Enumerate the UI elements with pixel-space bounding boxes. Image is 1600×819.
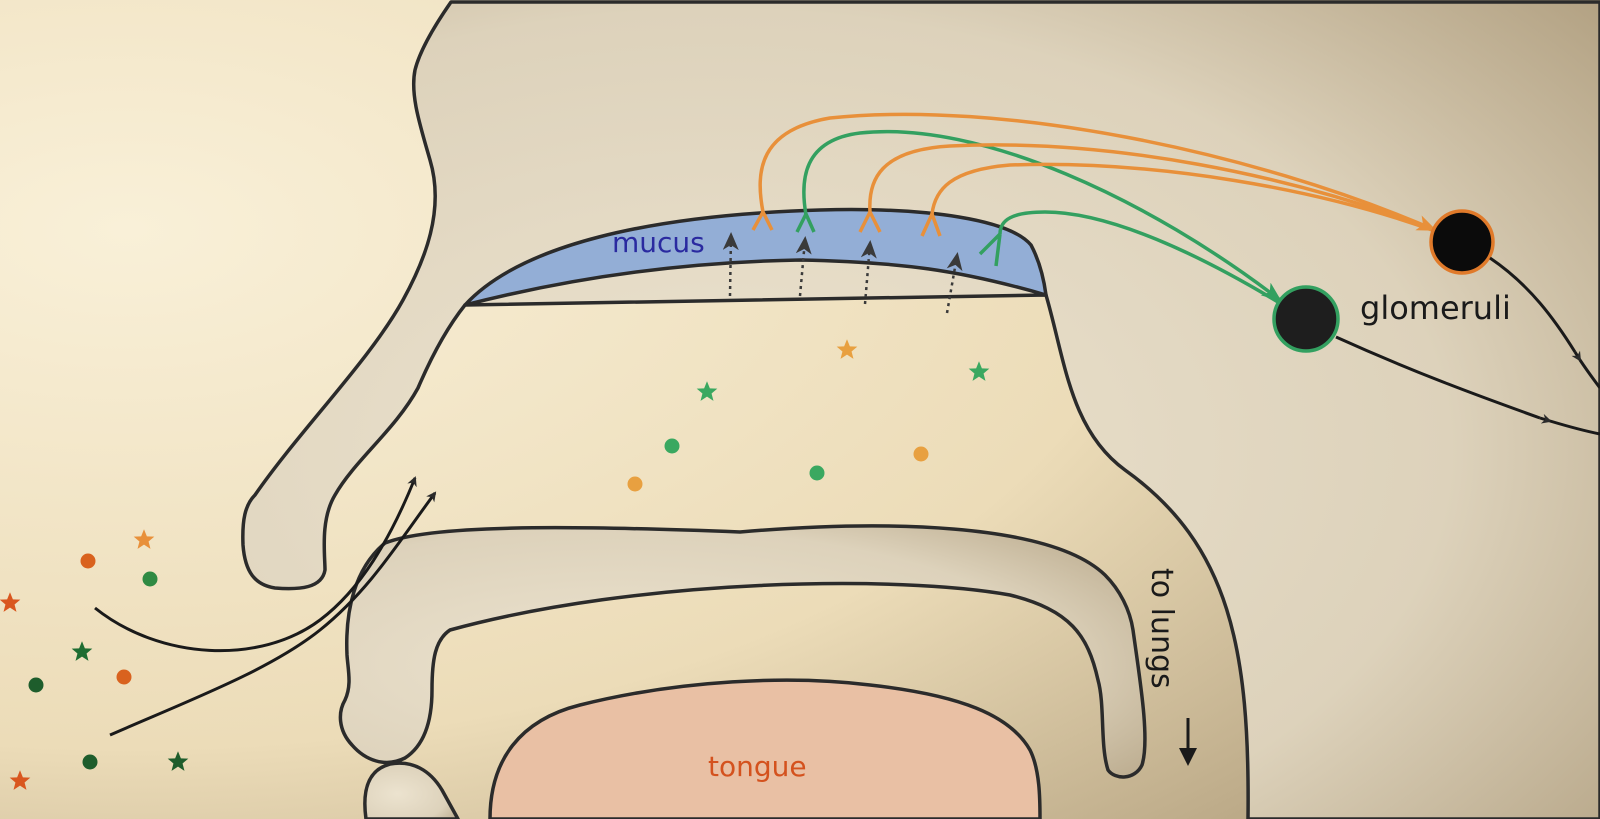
head-tissue (241, 0, 1600, 819)
axon-green-1 (802, 129, 1282, 302)
output-path-orange-tail (1571, 350, 1582, 362)
axon-green-2 (998, 210, 1279, 304)
output-path-green (1335, 335, 1541, 420)
dot-icon (913, 446, 929, 462)
dot-icon (28, 677, 44, 693)
to-lungs-label: to lungs (1144, 568, 1179, 689)
olfactory-axons (758, 112, 1437, 304)
output-path-orange (1489, 256, 1577, 353)
fork-icon (978, 232, 1002, 267)
dot-icon (82, 754, 98, 770)
glomerulus-green (1272, 285, 1340, 353)
odorants-inside (627, 339, 990, 492)
tongue (488, 678, 1042, 819)
mucus-layer (463, 207, 1048, 307)
receptor-forks (751, 211, 1002, 267)
dot-icon (627, 476, 643, 492)
fork-icon (858, 211, 882, 233)
output-path-green-tail (1539, 413, 1552, 424)
dot-icon (116, 669, 132, 685)
glomeruli-label: glomeruli (1360, 289, 1511, 327)
fork-icon (920, 213, 942, 237)
dot-icon (80, 553, 96, 569)
glomerulus-orange (1429, 209, 1495, 275)
odorants-outside (0, 529, 189, 790)
mucus-label: mucus (612, 226, 705, 259)
airflow-arrow-lower (109, 491, 437, 737)
fork-icon (751, 211, 774, 231)
airflow-arrow-upper (94, 476, 417, 653)
tongue-label: tongue (708, 750, 807, 783)
lower-lip (363, 761, 460, 819)
dot-icon (142, 571, 158, 587)
output-path-orange-end (1578, 359, 1600, 389)
fork-icon (795, 213, 816, 233)
output-path-green-end (1549, 419, 1600, 436)
dot-icon (809, 465, 825, 481)
axon-orange-3 (930, 162, 1433, 232)
axon-orange-2 (868, 143, 1433, 231)
down-arrow-icon (1179, 718, 1197, 766)
axon-orange-1 (758, 112, 1437, 232)
palate-tissue (338, 524, 1147, 779)
diffusion-arrows (722, 232, 963, 314)
dot-icon (664, 438, 680, 454)
